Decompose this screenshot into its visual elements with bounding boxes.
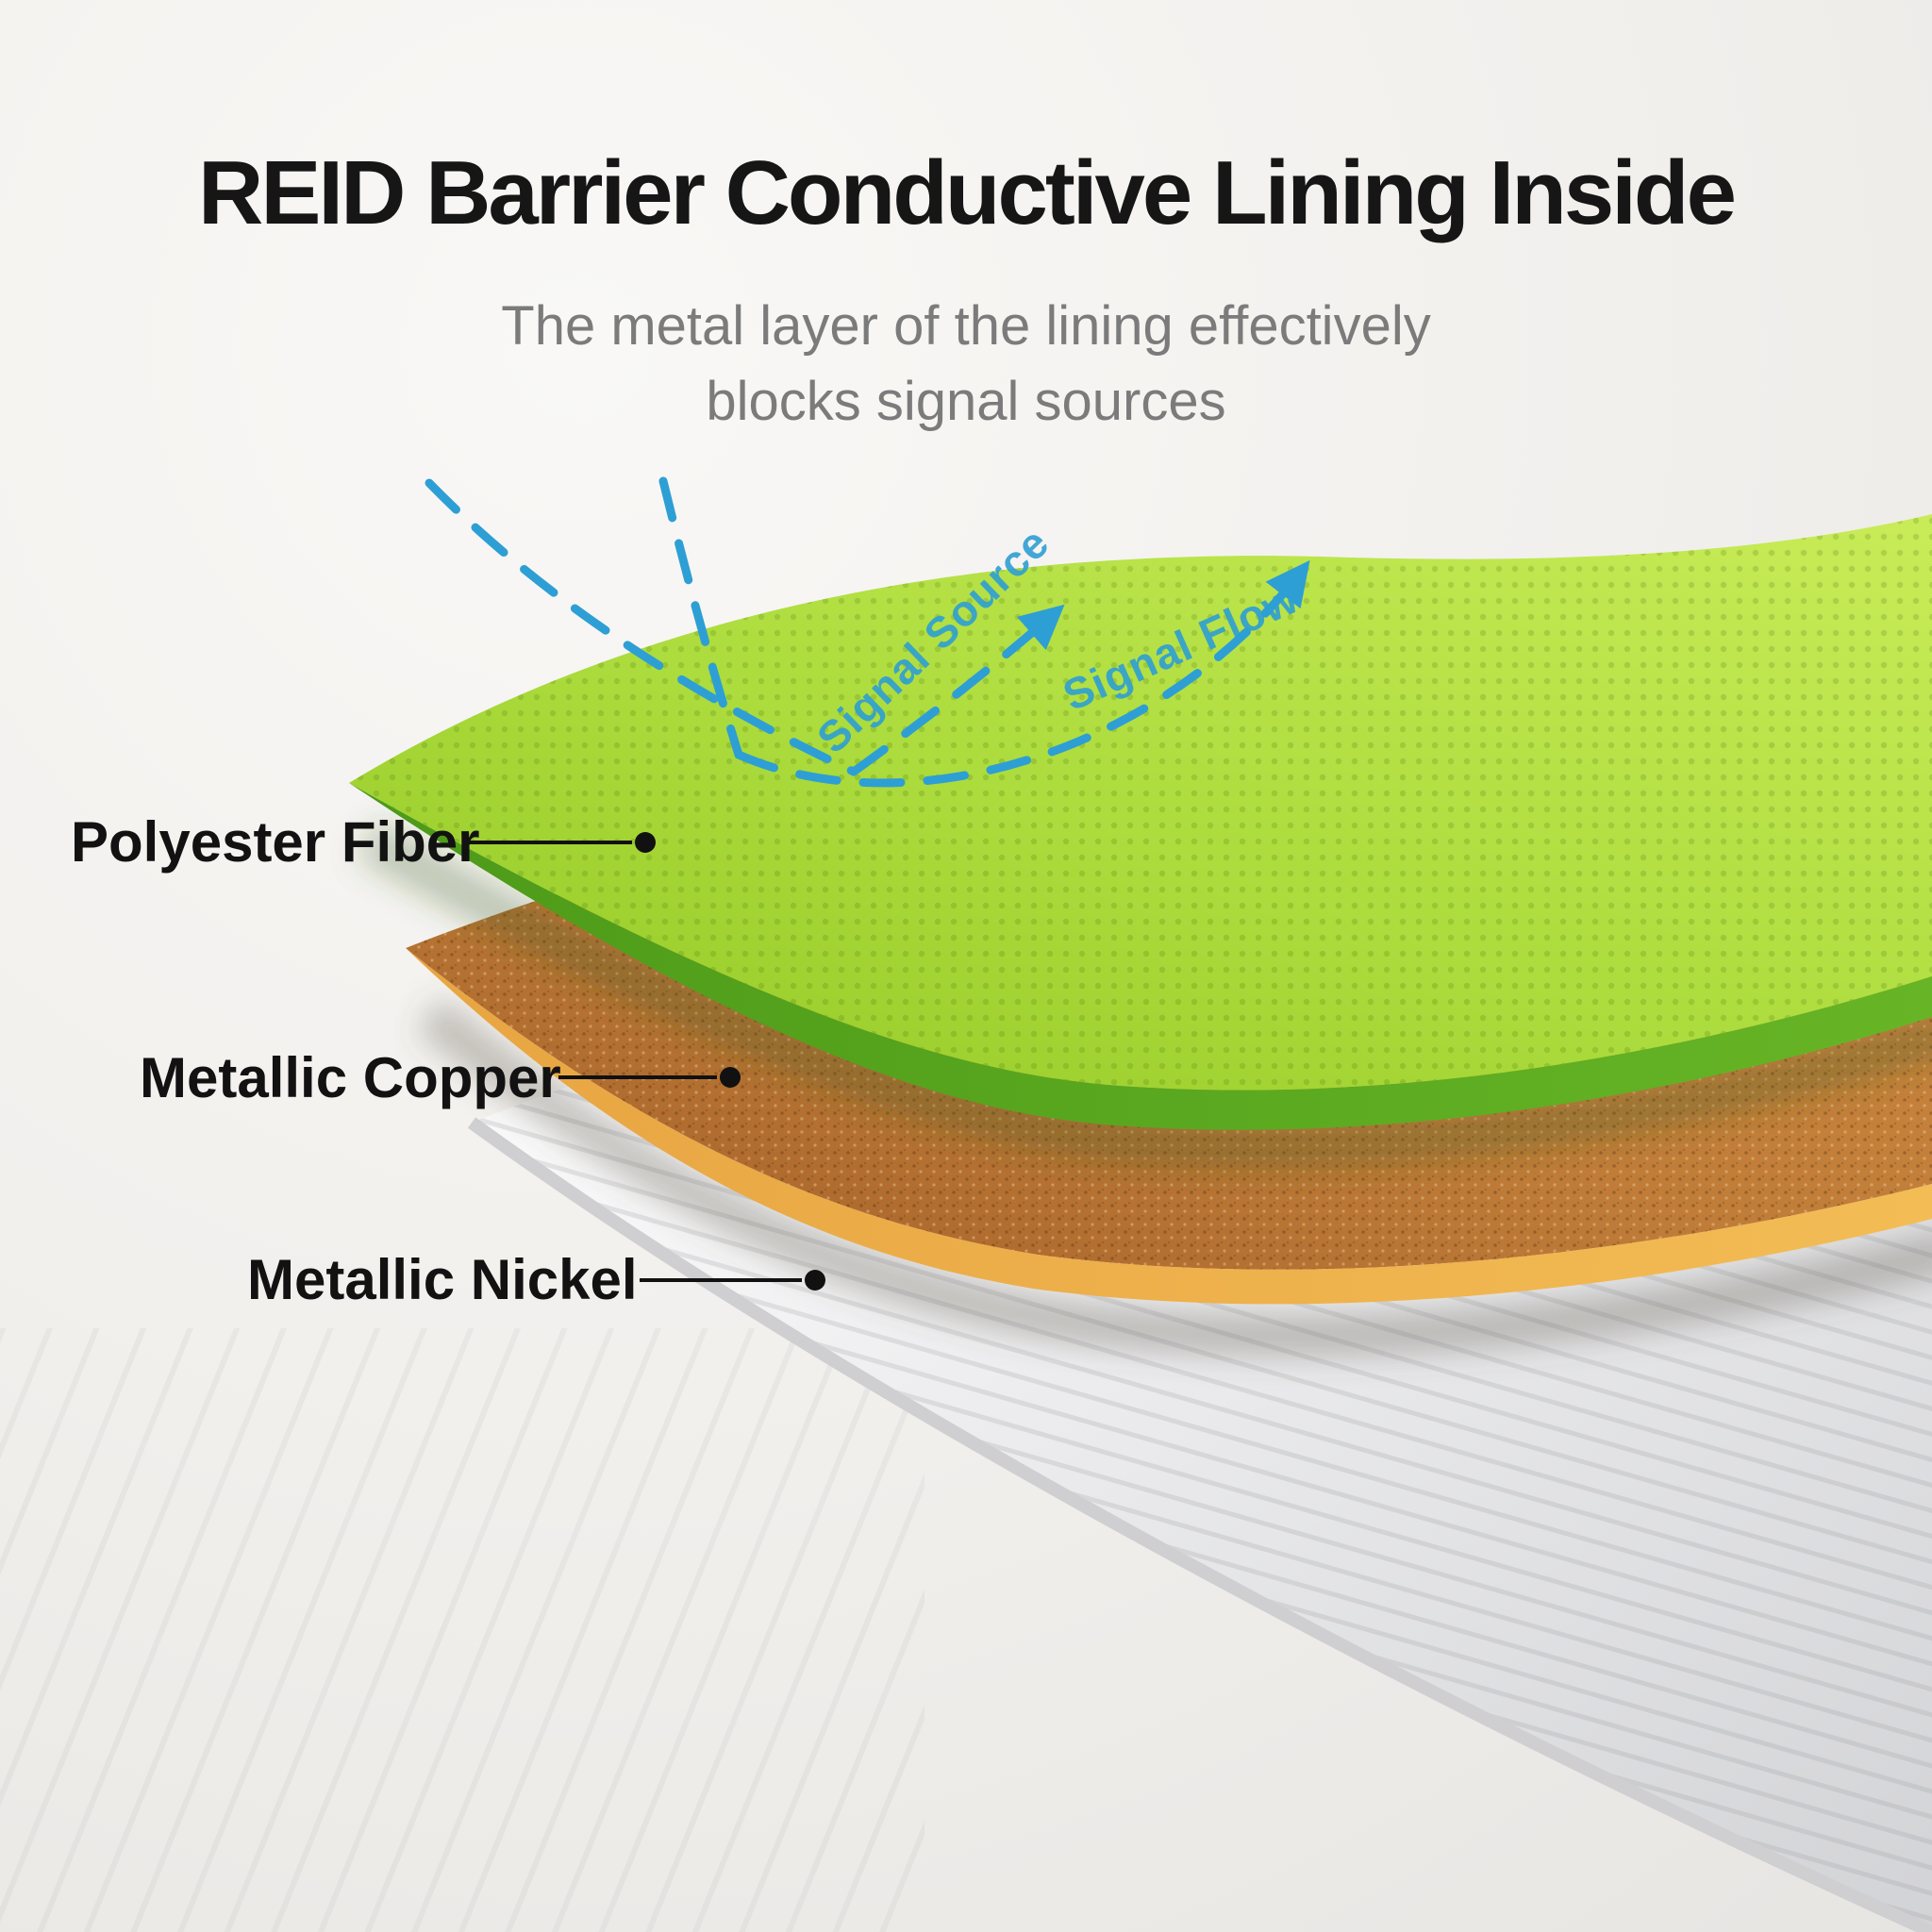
subtitle-line-2: blocks signal sources: [706, 371, 1226, 433]
page-subtitle: The metal layer of the lining effectivel…: [0, 289, 1932, 440]
copper-front-edge: [406, 948, 1932, 1305]
polyester-connector-dot: [635, 832, 656, 853]
label-metallic-copper: Metallic Copper: [140, 1046, 561, 1109]
nickel-front-edge: [467, 1117, 1932, 1932]
subtitle-line-1: The metal layer of the lining effectivel…: [501, 295, 1431, 357]
polyester-front-edge: [349, 783, 1932, 1130]
green-shadow: [357, 821, 1932, 1169]
label-polyester-fiber: Polyester Fiber: [71, 810, 480, 874]
copper-shadow: [415, 997, 1932, 1357]
nickel-connector-dot: [805, 1270, 825, 1291]
signal-flow-incoming-path: [658, 476, 743, 759]
copper-connector-dot: [720, 1067, 741, 1088]
signal-source-reflected-path: [849, 604, 1065, 776]
label-metallic-nickel: Metallic Nickel: [247, 1248, 638, 1311]
polyester-layer-texture: [349, 514, 1932, 1091]
page-title: REID Barrier Conductive Lining Inside: [198, 142, 1737, 243]
signal-source-incoming-path: [425, 478, 858, 776]
signal-flow-path: [734, 559, 1310, 788]
